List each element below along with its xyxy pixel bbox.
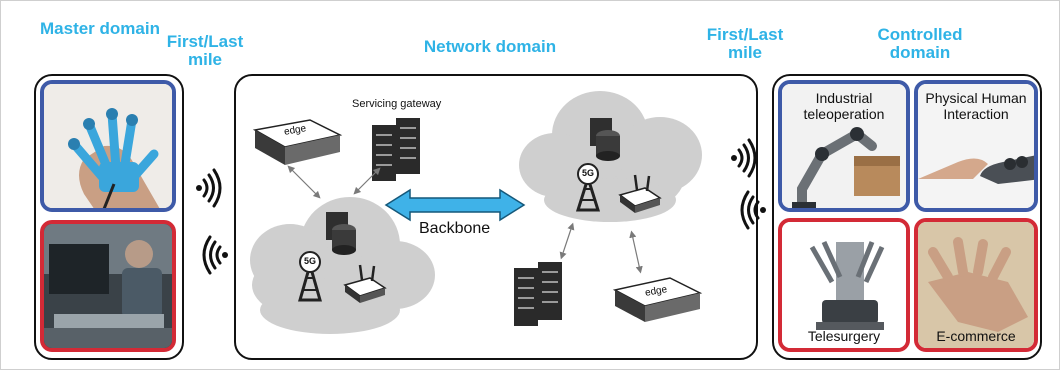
surgeon-console-icon [44,224,172,348]
hand-on-sand-icon [918,222,1034,348]
master-panel-surgeon-console [40,220,176,352]
master-panel-haptic-glove [40,80,176,212]
wireless-icon-left-out [196,168,222,208]
controlled-panel-industrial: Industrial teleoperation [778,80,910,212]
bottom-servers [514,262,562,326]
first-last-mile-left-header: First/Last mile [166,32,244,69]
left-cell-tower-icon [298,251,322,302]
controlled-panel-telesurgery: Telesurgery [778,218,910,352]
edge-device-bottom [612,277,703,322]
connector-arrows [287,165,643,274]
surgical-robot-icon [782,222,906,348]
wireless-icon-right-in [740,190,766,230]
edge-device-top [252,119,343,165]
controlled-domain-box [772,74,1042,360]
right-router-icon [618,174,662,213]
handshake-icon [918,84,1034,208]
servicing-gateway-servers [372,118,420,181]
servicing-gateway-label: Servicing gateway [352,98,442,110]
master-domain-box [34,74,184,360]
controlled-panel-physical: Physical Human Interaction [914,80,1038,212]
industrial-robot-icon [782,84,906,208]
telesurgery-label: Telesurgery [807,328,881,344]
master-domain-header: Master domain [40,19,160,38]
left-cloud-server-icon [326,212,356,255]
right-cloud-server-icon [590,118,620,161]
right-cloud [519,91,702,222]
backbone-label: Backbone [419,220,491,237]
right-5g-badge: 5G [581,168,594,178]
ecommerce-label: E-commerce [936,328,1016,344]
wireless-icon-left-in [202,235,228,275]
backbone-arrow [384,188,526,222]
first-last-mile-right-header: First/Last mile [706,25,784,62]
controlled-panel-ecommerce: E-commerce [914,218,1038,352]
controlled-domain-header: Controlled domain [877,25,963,62]
physical-human-interaction-label: Physical Human Interaction [925,90,1027,122]
left-router-icon [343,264,387,303]
wireless-icon-right-out [731,138,757,178]
haptic-glove-icon [44,84,172,208]
left-5g-badge: 5G [303,256,316,266]
network-domain-header: Network domain [423,37,557,56]
industrial-teleoperation-label: Industrial teleoperation [803,90,885,122]
right-cell-tower-icon [575,163,601,212]
